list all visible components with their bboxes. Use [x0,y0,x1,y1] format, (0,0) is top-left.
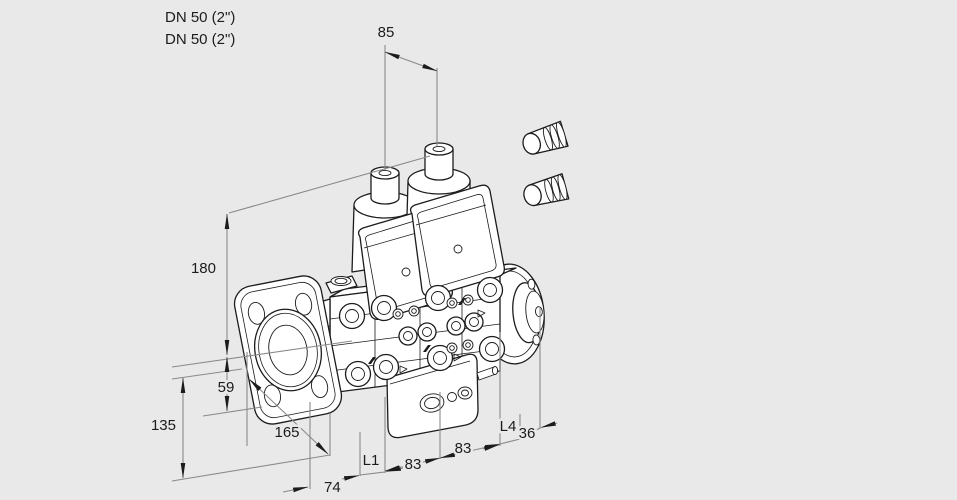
dim-83-left: 83 [384,454,441,476]
dim-59: 59 [215,356,237,412]
dim-label-180: 180 [191,260,216,277]
dim-135: 135 [151,377,186,479]
cable-gland-plug-1 [522,120,569,155]
dim-label-165: 165 [274,424,299,441]
dim-label-L4: L4 [500,418,517,435]
double-solenoid-valve-illustration [233,120,570,439]
dim-L4: L4 [482,416,521,451]
cable-gland-plug-2 [523,173,570,207]
dim-label-83-left: 83 [405,456,422,473]
dim-L1: L1 [341,452,404,481]
top-boss [325,275,358,294]
connection-size-labels: DN 50 (2") DN 50 (2") [165,9,235,48]
dn-label-bottom: DN 50 (2") [165,31,235,48]
dim-label-59: 59 [218,379,235,396]
dim-85: 85 [378,24,438,72]
dim-165: 165 [248,378,329,455]
dim-83-right: 83 [439,438,501,460]
pressure-switch-box [386,353,499,439]
dim-label-74: 74 [324,479,341,496]
dim-label-83-right: 83 [455,440,472,457]
dn-label-top: DN 50 (2") [165,9,235,26]
dim-36: 36 [516,421,558,445]
dim-label-85: 85 [378,24,395,41]
dim-74: 74 [282,479,341,496]
dim-label-L1: L1 [363,452,380,469]
dim-180: 180 [191,213,230,356]
dim-label-36: 36 [519,425,536,442]
dim-label-135: 135 [151,417,176,434]
dimension-lines: 85 180 59 135 165 74 L1 8 [151,24,558,496]
body-screws [338,276,506,388]
